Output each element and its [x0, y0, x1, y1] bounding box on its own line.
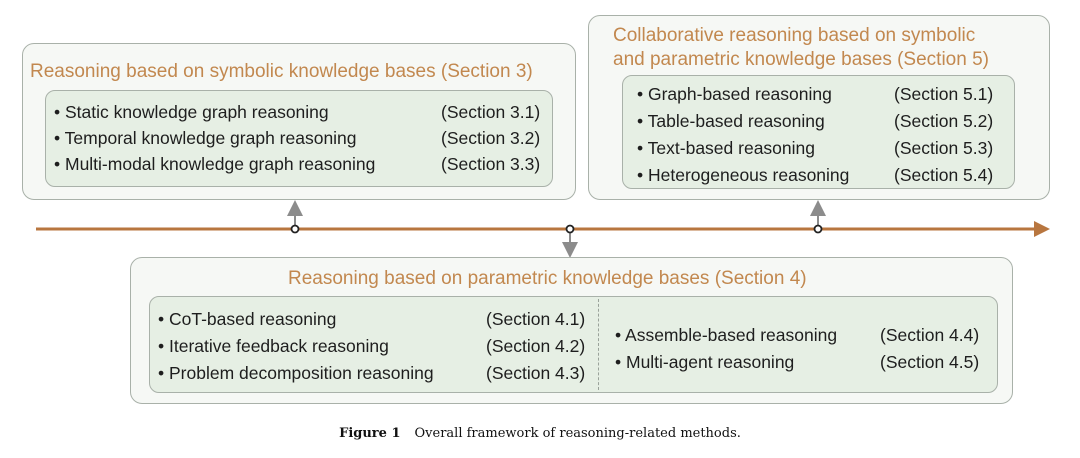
section5-title-line1: Collaborative reasoning based on symboli…	[613, 25, 976, 46]
item-section: (Section 4.3)	[486, 363, 586, 383]
section5-inner-box: • Graph-based reasoning (Section 5.1) • …	[622, 75, 1015, 189]
item-section: (Section 5.2)	[894, 111, 994, 131]
item-label: • Table-based reasoning	[637, 111, 825, 131]
item-label: • Temporal knowledge graph reasoning	[54, 128, 357, 148]
item-section: (Section 4.2)	[486, 336, 586, 356]
timeline-node-section5	[813, 224, 823, 234]
item-label: • Iterative feedback reasoning	[158, 336, 389, 356]
item-section: (Section 4.5)	[880, 352, 980, 372]
timeline-node-section4	[565, 224, 575, 234]
figure-label: Figure 1	[339, 426, 401, 441]
section3-inner-box: • Static knowledge graph reasoning (Sect…	[45, 90, 553, 187]
item-section: (Section 4.4)	[880, 325, 980, 345]
timeline-node-section3	[290, 224, 300, 234]
item-label: • Static knowledge graph reasoning	[54, 102, 329, 122]
item-section: (Section 5.1)	[894, 84, 994, 104]
section3-box: Reasoning based on symbolic knowledge ba…	[22, 43, 576, 200]
item-label: • Multi-modal knowledge graph reasoning	[54, 154, 376, 174]
section5-title-line2: and parametric knowledge bases (Section …	[613, 49, 989, 70]
item-label: • Assemble-based reasoning	[615, 325, 838, 345]
timeline-arrowhead	[1034, 221, 1050, 237]
section4-inner-box: • CoT-based reasoning (Section 4.1) • It…	[149, 296, 998, 393]
section3-title: Reasoning based on symbolic knowledge ba…	[30, 61, 533, 82]
section4-box: Reasoning based on parametric knowledge …	[130, 257, 1013, 404]
item-label: • Heterogeneous reasoning	[637, 165, 850, 185]
item-label: • Graph-based reasoning	[637, 84, 832, 104]
section5-box: Collaborative reasoning based on symboli…	[588, 15, 1050, 200]
column-divider	[598, 299, 599, 390]
item-section: (Section 5.3)	[894, 138, 994, 158]
item-section: (Section 5.4)	[894, 165, 994, 185]
item-section: (Section 4.1)	[486, 309, 586, 329]
item-section: (Section 3.2)	[441, 128, 541, 148]
item-label: • CoT-based reasoning	[158, 309, 337, 329]
item-label: • Multi-agent reasoning	[615, 352, 795, 372]
item-label: • Problem decomposition reasoning	[158, 363, 434, 383]
item-section: (Section 3.1)	[441, 102, 541, 122]
figure-caption: Figure 1 Overall framework of reasoning-r…	[0, 426, 1080, 441]
item-section: (Section 3.3)	[441, 154, 541, 174]
caption-text: Overall framework of reasoning-related m…	[414, 426, 741, 441]
item-label: • Text-based reasoning	[637, 138, 815, 158]
section4-title: Reasoning based on parametric knowledge …	[288, 268, 807, 289]
